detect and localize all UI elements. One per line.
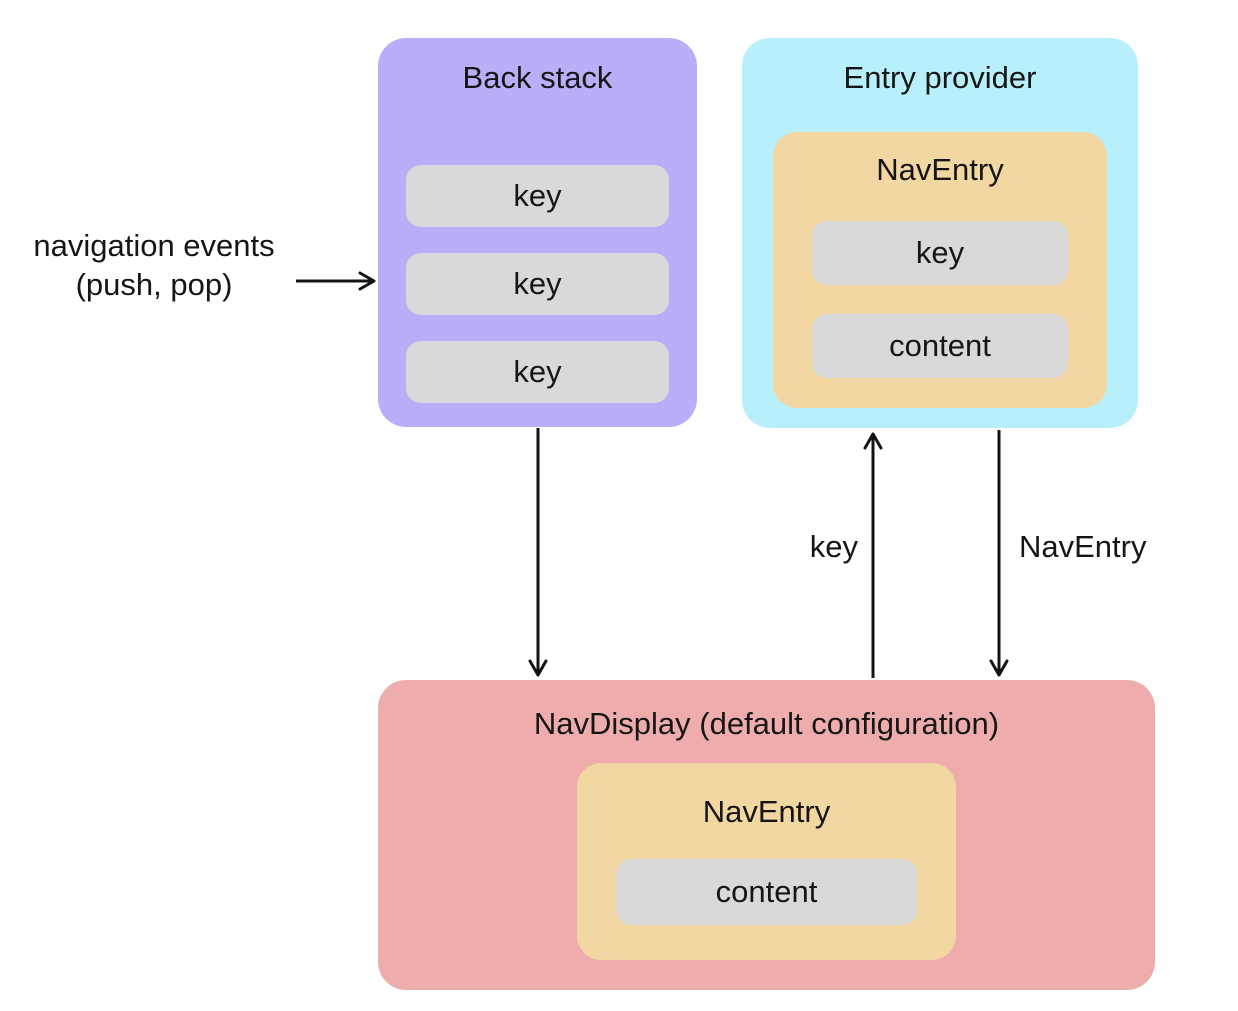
navigation-events-label: navigation events (push, pop) — [8, 226, 300, 304]
entry-provider-content-pill: content — [812, 314, 1068, 378]
back-stack-key-pill-3: key — [406, 341, 669, 403]
back-stack-box: Back stack key key key — [378, 38, 697, 427]
entry-provider-nav-entry-title: NavEntry — [876, 152, 1004, 187]
nav-display-nav-entry-box: NavEntry content — [577, 763, 956, 960]
back-stack-key-pill-2: key — [406, 253, 669, 315]
entry-provider-box: Entry provider NavEntry key content — [742, 38, 1138, 428]
nav-display-title: NavDisplay (default configuration) — [533, 706, 1000, 741]
nav-display-box: NavDisplay (default configuration) NavEn… — [378, 680, 1155, 990]
navigation-events-line2: (push, pop) — [75, 267, 233, 302]
entry-provider-key-pill: key — [812, 221, 1068, 285]
nav-display-nav-entry-title: NavEntry — [702, 794, 831, 829]
back-stack-title: Back stack — [462, 60, 613, 95]
naventry-arrow-label: NavEntry — [1019, 529, 1147, 564]
entry-provider-nav-entry-box: NavEntry key content — [773, 132, 1107, 408]
key-arrow-label: key — [809, 529, 858, 564]
entry-provider-title: Entry provider — [843, 60, 1037, 95]
nav-display-content-pill: content — [616, 859, 917, 925]
navigation-events-line1: navigation events — [33, 228, 275, 263]
back-stack-key-pill-1: key — [406, 165, 669, 227]
